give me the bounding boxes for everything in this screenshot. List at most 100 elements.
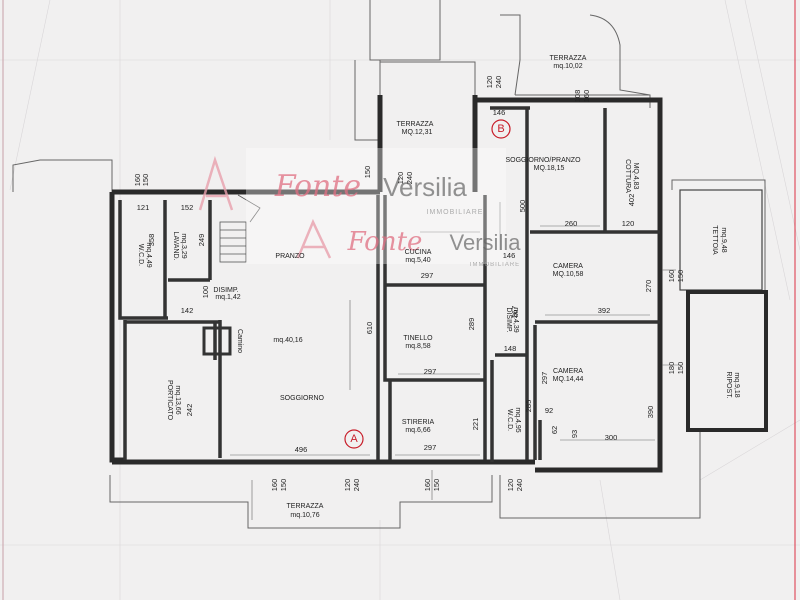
- room-name-tinello: TINELLO: [403, 335, 433, 342]
- room-area-wc-right: mq.4,95: [514, 407, 521, 432]
- dim-label: 121: [137, 203, 150, 212]
- dim-label: 180: [667, 362, 676, 375]
- stairs: [219, 194, 261, 263]
- dim-label: 267: [510, 306, 519, 319]
- dim-label: 249: [197, 234, 206, 247]
- room-name-tettoia: TETTOIA: [711, 225, 718, 255]
- dim-label: 289: [467, 318, 476, 331]
- dim-label: 160: [133, 174, 142, 187]
- dim-label: 610: [365, 322, 374, 335]
- room-name-ripost: RIPOST.: [725, 371, 732, 398]
- fireplace-label: Camino: [236, 329, 243, 353]
- dim-label: 146: [493, 108, 506, 117]
- dim-label: 150: [676, 362, 685, 375]
- dim-label: 120: [485, 76, 494, 89]
- dim-label: 297: [424, 443, 437, 452]
- room-area-camera-2: MQ.14,44: [553, 376, 584, 383]
- dim-label: 146: [503, 251, 516, 260]
- dim-label: 150: [279, 479, 288, 492]
- room-name-stireria: STIRERIA: [402, 419, 435, 426]
- dim-label: 150: [676, 270, 685, 283]
- dim-label: 297: [421, 271, 434, 280]
- interior-walls: [118, 106, 660, 462]
- dim-label: 142: [181, 306, 194, 315]
- room-area-disimp-2: mq.4,39: [512, 307, 519, 332]
- room-area-disimp-1: mq.1,42: [215, 294, 240, 301]
- dim-label: 496: [295, 445, 308, 454]
- dim-label: 108: [573, 90, 582, 103]
- section-marker-b-label: B: [497, 123, 504, 135]
- section-marker-a-label: A: [350, 433, 358, 445]
- room-name-porticato: PORTICATO: [166, 380, 173, 421]
- dim-label: 120: [343, 479, 352, 492]
- room-name-lavand: LAVAND.: [172, 232, 179, 261]
- dim-label: 390: [646, 406, 655, 419]
- room-area-tettoia: mq.9,48: [720, 227, 727, 252]
- room-area-lavand: mq.3,29: [180, 233, 187, 258]
- dim-label: 297: [540, 372, 549, 385]
- dim-label: 240: [405, 172, 414, 185]
- dim-label: 160: [270, 479, 279, 492]
- logo-a-mark-2: [296, 218, 332, 259]
- dim-label: 120: [506, 479, 515, 492]
- ripostiglio-outline: [686, 290, 768, 432]
- room-area-ripost: mq.9,18: [733, 372, 740, 397]
- dim-label: 300: [605, 433, 618, 442]
- watermark-brand-1: Fonte: [274, 169, 361, 204]
- site-outlines: [12, 0, 766, 529]
- logo-a-mark-1: [198, 155, 234, 211]
- watermark-brand-4: Versilia: [450, 230, 522, 255]
- dim-label: 150: [363, 166, 372, 179]
- dim-label: 240: [494, 76, 503, 89]
- watermark-sub-2: IMMOBILIARE: [470, 262, 520, 268]
- room-area-stireria: mq.6,66: [405, 427, 430, 434]
- watermark-sub-1: IMMOBILIARE: [427, 209, 484, 216]
- section-marker-a: A: [344, 429, 364, 449]
- dim-label: 392: [598, 306, 611, 315]
- room-name-wc-left: W.C.D.: [137, 244, 144, 266]
- dim-label: 150: [141, 174, 150, 187]
- dim-label: 120: [396, 172, 405, 185]
- dim-label: 160: [423, 479, 432, 492]
- dim-label: 402: [627, 194, 636, 207]
- dim-label: 62: [550, 426, 559, 434]
- watermark-brand-3: Fonte: [347, 227, 423, 257]
- room-name-pranzo: PRANZO: [275, 253, 305, 260]
- dim-label: 150: [432, 479, 441, 492]
- room-name-soggiorno: SOGGIORNO: [280, 395, 325, 402]
- dim-label: 240: [515, 479, 524, 492]
- dim-label: 260: [565, 219, 578, 228]
- room-area-wc-left: mq.4,49: [145, 242, 152, 267]
- room-name-terrazza-bottom: TERRAZZA: [287, 503, 324, 510]
- dim-label: 358: [147, 234, 156, 247]
- dim-label: 93: [570, 430, 579, 438]
- dim-label: 240: [352, 479, 361, 492]
- watermark-brand-2: Versilia: [383, 172, 467, 202]
- watermark: Fonte Versilia IMMOBILIARE Fonte Versili…: [198, 148, 522, 268]
- room-name-camera-2: CAMERA: [553, 368, 583, 375]
- room-area-cucina: mq.5,40: [405, 257, 430, 264]
- dim-label: 500: [518, 200, 527, 213]
- dim-label: 160: [582, 90, 591, 103]
- room-area-porticato: mq.13,66: [174, 385, 181, 414]
- dim-label: 270: [644, 280, 653, 293]
- outer-walls: [109, 95, 663, 473]
- fireplace: [202, 326, 232, 356]
- room-name-disimp-1: DISIMP.: [213, 287, 238, 294]
- room-name-terrazza-top-right: TERRAZZA: [550, 55, 587, 62]
- room-area-tinello: mq.8,58: [405, 343, 430, 350]
- room-area-camera-1: MQ.10,58: [553, 271, 584, 278]
- dim-label: 100: [201, 286, 210, 299]
- room-name-wc-right: W.C.D.: [506, 409, 513, 431]
- room-area-cottura: MQ.4,83: [632, 163, 639, 190]
- room-name-disimp-2: DISIMP.: [505, 307, 512, 332]
- room-name-soggiorno-pranzo: SOGGIORNO/PRANZO: [505, 157, 581, 164]
- room-area-terrazza-bottom: mq.10,76: [290, 512, 319, 519]
- room-name-camera-1: CAMERA: [553, 263, 583, 270]
- dimension-lines: [230, 202, 680, 520]
- dim-label: 92: [545, 406, 553, 415]
- dim-label: 152: [181, 203, 194, 212]
- room-name-terrazza-top: TERRAZZA: [397, 121, 434, 128]
